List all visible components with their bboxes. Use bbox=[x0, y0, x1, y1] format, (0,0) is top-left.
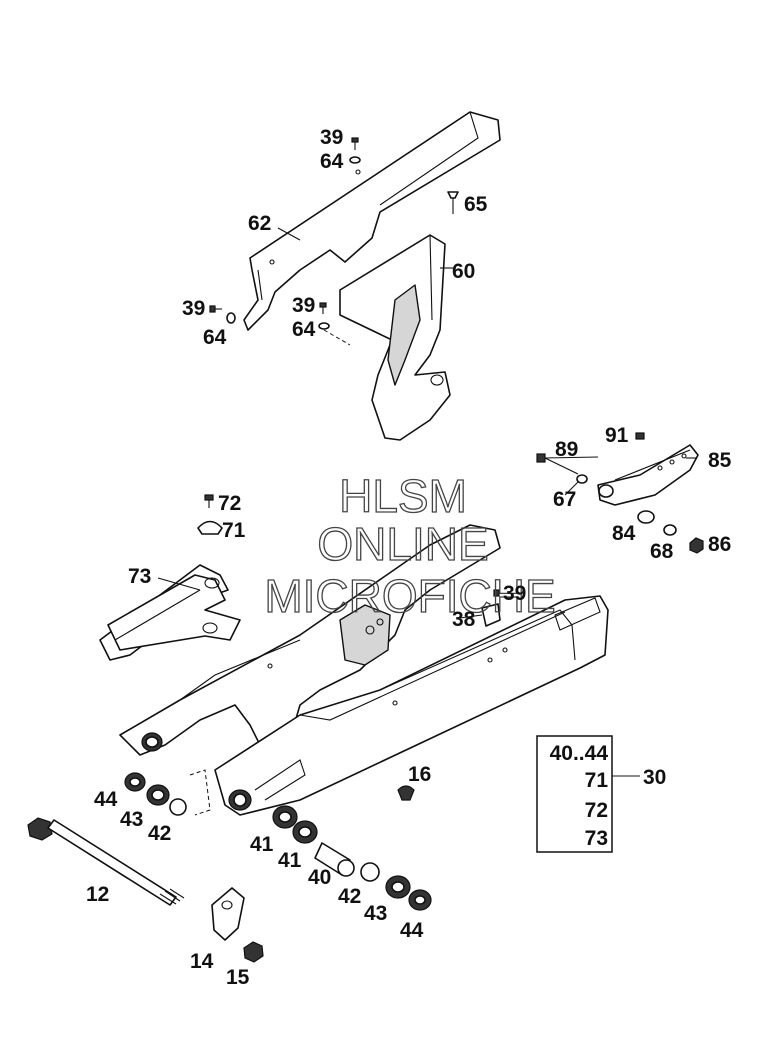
screw-39-arm bbox=[493, 589, 500, 597]
callout-42: 42 bbox=[338, 885, 361, 908]
callout-44: 44 bbox=[400, 919, 424, 942]
kit-item-71: 71 bbox=[585, 769, 609, 792]
chain-guard-upper bbox=[243, 111, 501, 331]
callout-84: 84 bbox=[612, 522, 636, 545]
screw-39-mid bbox=[319, 302, 327, 314]
seal-43-right bbox=[385, 875, 411, 899]
screw-39-top bbox=[351, 137, 359, 150]
callouts: 39 64 65 62 60 39 64 39 64 89 91 85 67 8… bbox=[86, 126, 732, 989]
kit-ref-30: 30 bbox=[643, 766, 666, 789]
chain-guard-lower bbox=[339, 234, 451, 441]
callout-73: 73 bbox=[128, 565, 151, 588]
stopper-16 bbox=[397, 785, 415, 801]
callout-64: 64 bbox=[292, 318, 316, 341]
sleeve-40 bbox=[314, 842, 355, 877]
screw-39-left bbox=[209, 305, 222, 313]
screw-65 bbox=[447, 191, 459, 214]
callout-12: 12 bbox=[86, 883, 109, 906]
nut-86 bbox=[689, 537, 704, 554]
bracket-38 bbox=[481, 603, 501, 627]
callout-71: 71 bbox=[222, 519, 246, 542]
kit-item-40-44: 40..44 bbox=[550, 742, 609, 765]
callout-15: 15 bbox=[226, 966, 250, 989]
callout-85: 85 bbox=[708, 449, 732, 472]
kit-item-72: 72 bbox=[585, 799, 608, 822]
washer-64-left bbox=[226, 312, 236, 324]
washer-84 bbox=[637, 510, 655, 524]
callout-43: 43 bbox=[364, 902, 387, 925]
swingarm bbox=[119, 524, 609, 816]
callout-62: 62 bbox=[248, 212, 271, 235]
watermark: HLSM ONLINE MICROFICHE bbox=[264, 469, 557, 622]
watermark-line-2: ONLINE bbox=[317, 518, 488, 570]
callout-43: 43 bbox=[120, 808, 143, 831]
callout-16: 16 bbox=[408, 763, 431, 786]
screw-91 bbox=[635, 432, 645, 440]
callout-40: 40 bbox=[308, 866, 331, 889]
callout-60: 60 bbox=[452, 260, 475, 283]
kit-item-73: 73 bbox=[585, 827, 608, 850]
chain-slider bbox=[99, 564, 241, 661]
callout-38: 38 bbox=[452, 608, 476, 631]
callout-39: 39 bbox=[292, 294, 315, 317]
washer-71 bbox=[197, 520, 223, 535]
callout-72: 72 bbox=[218, 492, 241, 515]
callout-64: 64 bbox=[320, 150, 344, 173]
chain-guide-85 bbox=[597, 444, 699, 506]
washer-64-mid bbox=[318, 322, 330, 330]
watermark-line-3: MICROFICHE bbox=[264, 570, 555, 622]
nut-15 bbox=[243, 941, 264, 963]
plate-14 bbox=[211, 887, 245, 941]
bushing-41a bbox=[272, 805, 298, 829]
ring-42-left bbox=[169, 798, 187, 816]
callout-14: 14 bbox=[190, 950, 214, 973]
washer-68 bbox=[663, 524, 677, 536]
ring-42-right bbox=[360, 862, 380, 882]
callout-89: 89 bbox=[555, 438, 578, 461]
callout-44: 44 bbox=[94, 788, 118, 811]
watermark-line-1: HLSM bbox=[339, 470, 467, 522]
bearing-44-right bbox=[408, 889, 432, 911]
washer-67 bbox=[576, 474, 588, 484]
callout-68: 68 bbox=[650, 540, 674, 563]
kit-box: 40..44 71 72 73 30 bbox=[536, 735, 666, 853]
callout-42: 42 bbox=[148, 822, 171, 845]
seal-43-left bbox=[146, 784, 170, 806]
callout-41: 41 bbox=[278, 849, 302, 872]
washer-64-top bbox=[349, 156, 361, 164]
callout-67: 67 bbox=[553, 488, 576, 511]
callout-86: 86 bbox=[708, 533, 731, 556]
axle-bolt-12 bbox=[27, 817, 185, 906]
callout-39: 39 bbox=[503, 582, 526, 605]
bearing-44-left bbox=[124, 772, 146, 792]
callout-65: 65 bbox=[464, 193, 488, 216]
callout-41: 41 bbox=[250, 833, 274, 856]
screw-72 bbox=[204, 494, 214, 508]
bushing-41b bbox=[292, 820, 318, 844]
callout-39: 39 bbox=[182, 297, 205, 320]
callout-39: 39 bbox=[320, 126, 343, 149]
leader-lines bbox=[157, 227, 696, 777]
callout-91: 91 bbox=[605, 424, 629, 447]
callout-64: 64 bbox=[203, 326, 227, 349]
